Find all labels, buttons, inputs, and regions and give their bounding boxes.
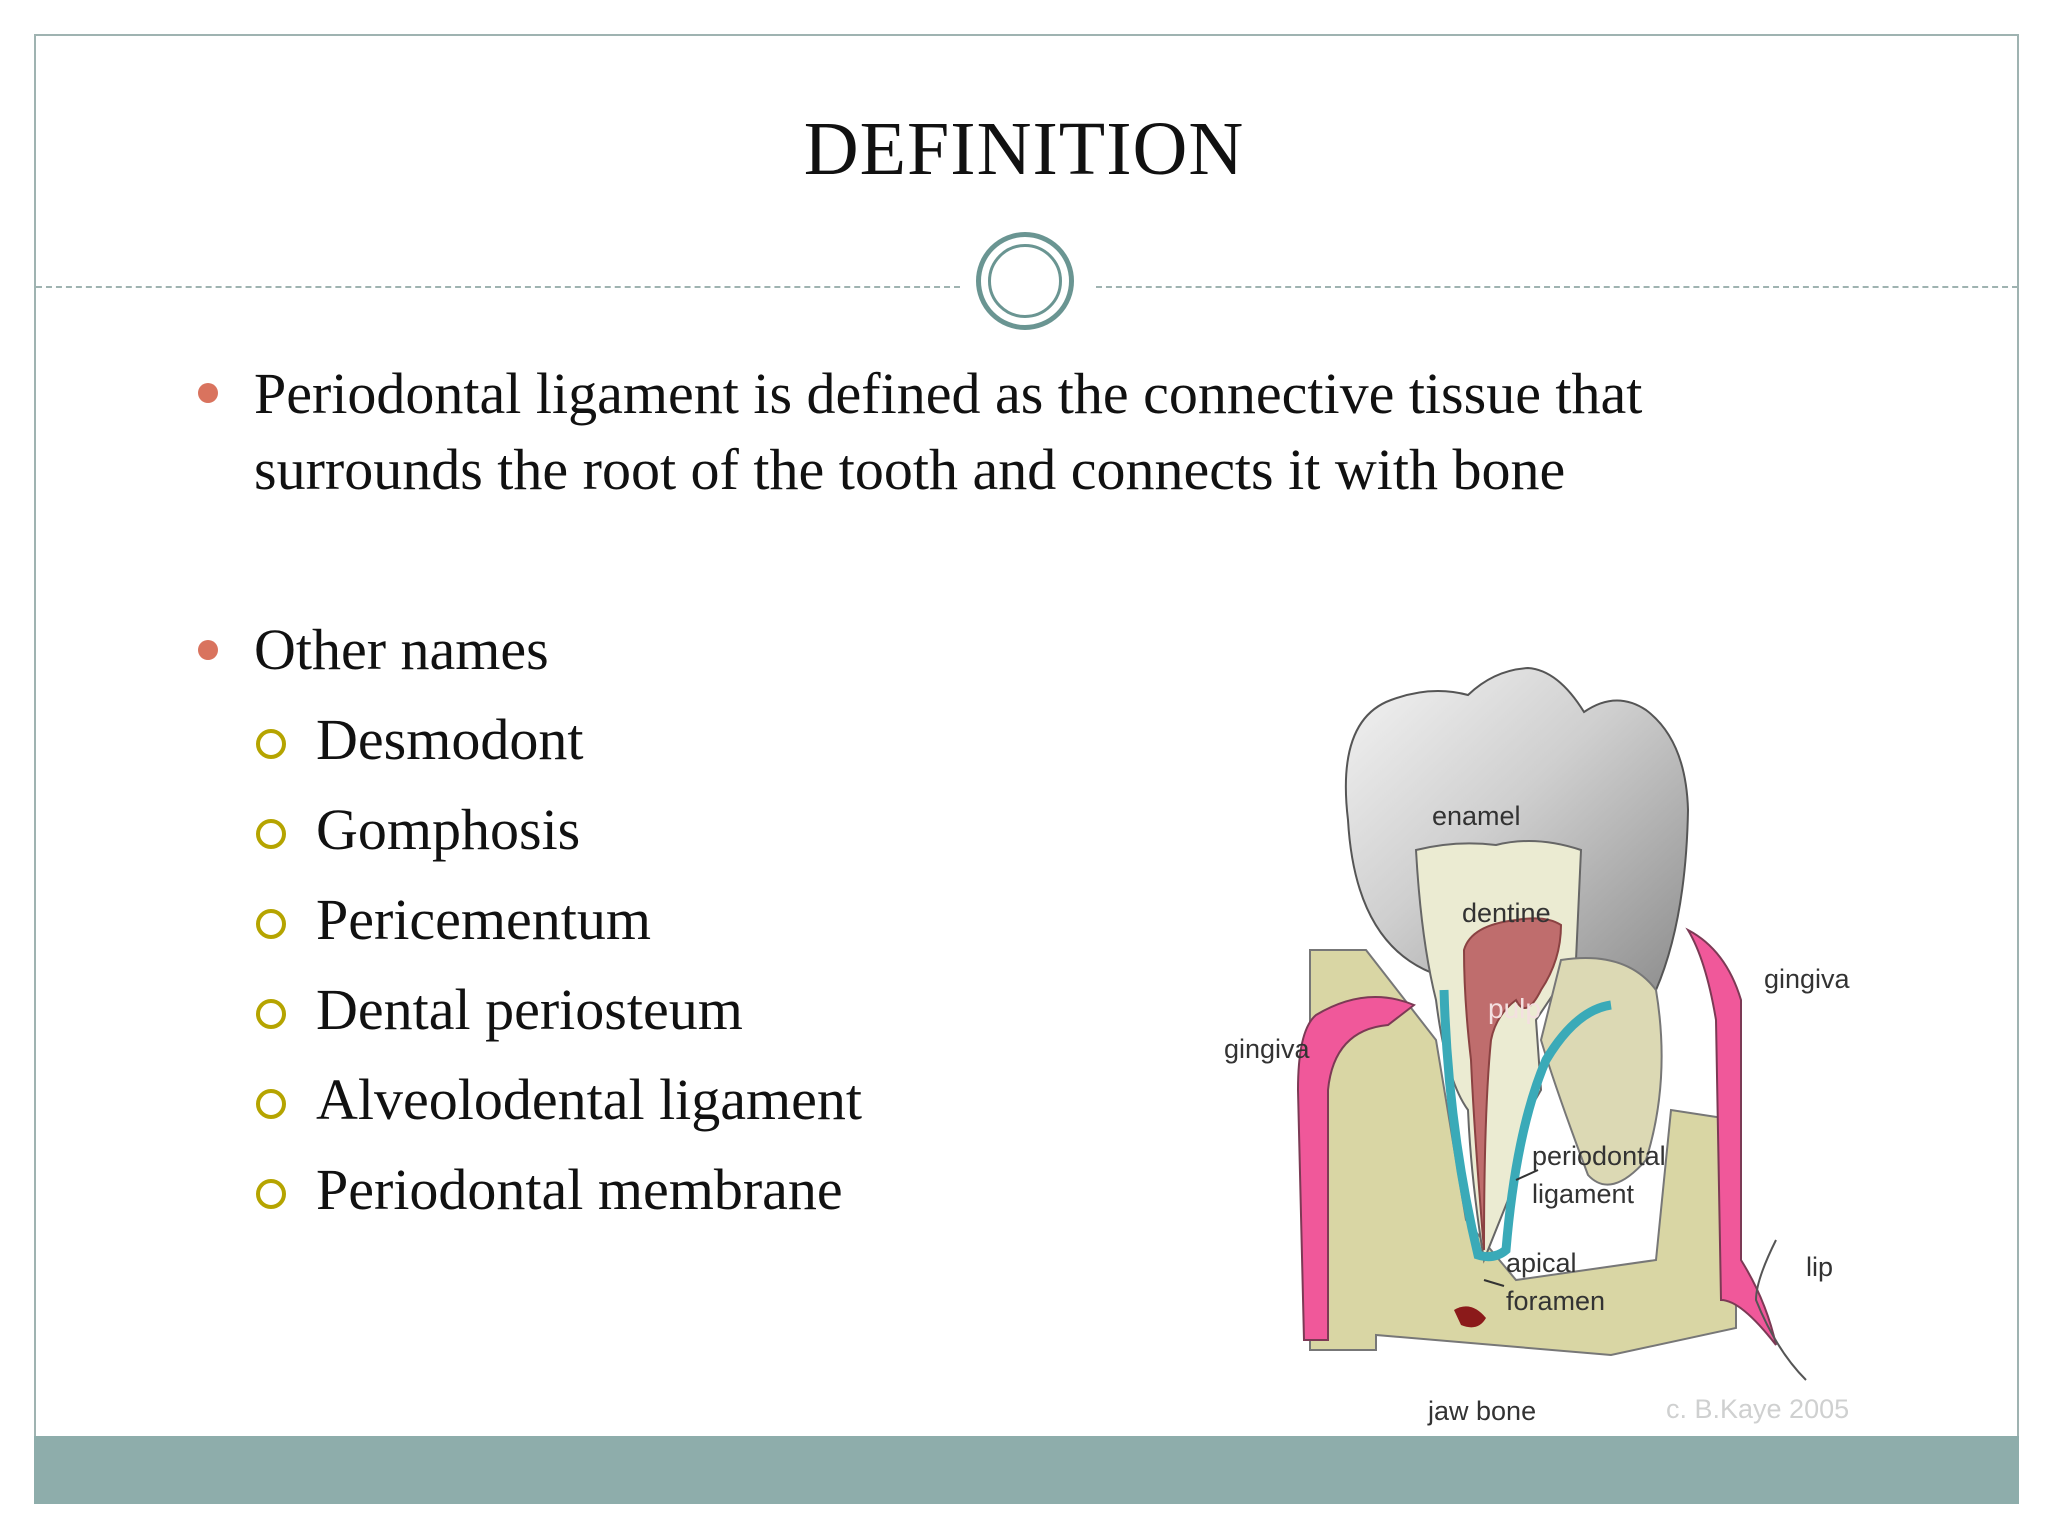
label-lip: lip xyxy=(1806,1252,1833,1282)
sub-bullet-ring-icon xyxy=(256,1089,286,1119)
label-apical-line2: foramen xyxy=(1506,1286,1605,1316)
periodontal-ligament-line xyxy=(1439,989,1612,1262)
sub-item-pericementum: Pericementum xyxy=(316,887,652,952)
periodontal-pointer xyxy=(1515,1169,1539,1181)
jaw-bone-shape xyxy=(1309,949,1737,1357)
label-jaw-bone: jaw bone xyxy=(1427,1396,1536,1426)
bullet-dot-icon xyxy=(198,383,218,403)
sub-bullet-ring-icon xyxy=(256,1179,286,1209)
label-apical-line1: apical xyxy=(1506,1248,1577,1278)
apical-pointer xyxy=(1483,1279,1505,1287)
divider-ring-inner xyxy=(988,244,1062,318)
tooth-diagram: enamel dentine pulp gingiva gingiva peri… xyxy=(1224,666,1851,1426)
label-gingiva-left: gingiva xyxy=(1224,1034,1311,1064)
label-enamel: enamel xyxy=(1432,801,1521,831)
label-dentine: dentine xyxy=(1462,898,1551,928)
pulp-shape xyxy=(1462,917,1563,1251)
label-periodontal-line1: periodontal xyxy=(1532,1141,1666,1171)
title-divider-right xyxy=(1096,286,2018,288)
slide-title: DEFINITION xyxy=(803,107,1245,191)
label-credit: c. B.Kaye 2005 xyxy=(1666,1394,1849,1424)
label-pulp: pulp xyxy=(1488,993,1541,1024)
footer-bar xyxy=(34,1436,2019,1504)
sub-item-desmodont: Desmodont xyxy=(316,707,584,772)
label-gingiva-right: gingiva xyxy=(1764,964,1851,994)
gingiva-right-shape xyxy=(1685,927,1777,1346)
sub-bullet-ring-icon xyxy=(256,729,286,759)
gingiva-left-shape xyxy=(1296,996,1416,1341)
sub-bullet-ring-icon xyxy=(256,909,286,939)
sub-bullet-ring-icon xyxy=(256,819,286,849)
sub-item-alveolodental-ligament: Alveolodental ligament xyxy=(316,1067,863,1132)
sub-item-dental-periosteum: Dental periosteum xyxy=(316,977,743,1042)
label-periodontal-line2: ligament xyxy=(1532,1179,1635,1209)
lip-line xyxy=(1754,1239,1807,1381)
tooth-illustration: enamel dentine pulp gingiva gingiva peri… xyxy=(1216,660,1872,1440)
divider-ring-icon xyxy=(976,232,1074,330)
sub-item-gomphosis: Gomphosis xyxy=(316,797,581,862)
apical-vessel-shape xyxy=(1454,1306,1486,1328)
root-shape xyxy=(1539,957,1663,1186)
sub-bullet-ring-icon xyxy=(256,999,286,1029)
title-divider-left xyxy=(36,286,960,288)
sub-item-periodontal-membrane: Periodontal membrane xyxy=(316,1157,843,1222)
other-names-heading: Other names xyxy=(254,617,549,682)
definition-text: Periodontal ligament is defined as the c… xyxy=(254,361,1643,502)
bullet-dot-icon xyxy=(198,640,218,660)
